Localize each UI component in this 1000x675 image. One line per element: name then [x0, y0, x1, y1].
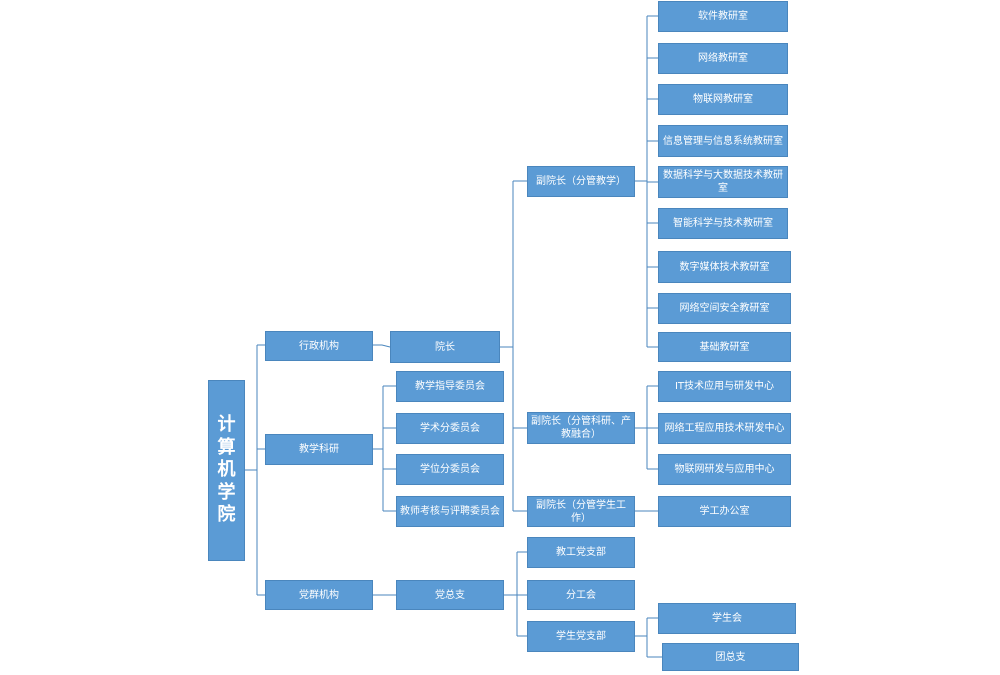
node-research-center: 物联网研发与应用中心 [658, 454, 791, 485]
node-committee: 学位分委员会 [396, 454, 504, 485]
node-committee: 教师考核与评聘委员会 [396, 496, 504, 527]
node-committee: 教学指导委员会 [396, 371, 504, 402]
node-admin: 行政机构 [265, 331, 373, 361]
node-union: 分工会 [527, 580, 635, 610]
node-teaching-office: 物联网教研室 [658, 84, 788, 115]
node-staff-party-branch: 教工党支部 [527, 537, 635, 568]
node-student-party-branch: 学生党支部 [527, 621, 635, 652]
node-research-center: IT技术应用与研发中心 [658, 371, 791, 402]
node-research-center: 网络工程应用技术研发中心 [658, 413, 791, 444]
node-party-branch: 党总支 [396, 580, 504, 610]
node-teaching-office: 网络教研室 [658, 43, 788, 74]
node-vice-dean-students: 副院长（分管学生工作） [527, 496, 635, 527]
node-committee: 学术分委员会 [396, 413, 504, 444]
node-student-affairs-office: 学工办公室 [658, 496, 791, 527]
node-teaching-office: 信息管理与信息系统教研室 [658, 125, 788, 157]
node-dean: 院长 [390, 331, 500, 363]
node-teaching-office: 智能科学与技术教研室 [658, 208, 788, 239]
node-party-mass: 党群机构 [265, 580, 373, 610]
node-youth-league-branch: 团总支 [662, 643, 799, 671]
node-teaching-office: 软件教研室 [658, 1, 788, 32]
node-teaching-office: 基础教研室 [658, 332, 791, 362]
root-node-college: 计算机学院 [208, 380, 245, 561]
node-teaching-research: 教学科研 [265, 434, 373, 465]
node-student-union: 学生会 [658, 603, 796, 634]
node-vice-dean-teaching: 副院长（分管教学） [527, 166, 635, 197]
node-teaching-office: 数据科学与大数据技术教研室 [658, 166, 788, 198]
node-teaching-office: 数字媒体技术教研室 [658, 251, 791, 283]
node-vice-dean-research: 副院长（分管科研、产教融合） [527, 412, 635, 444]
node-teaching-office: 网络空间安全教研室 [658, 293, 791, 324]
